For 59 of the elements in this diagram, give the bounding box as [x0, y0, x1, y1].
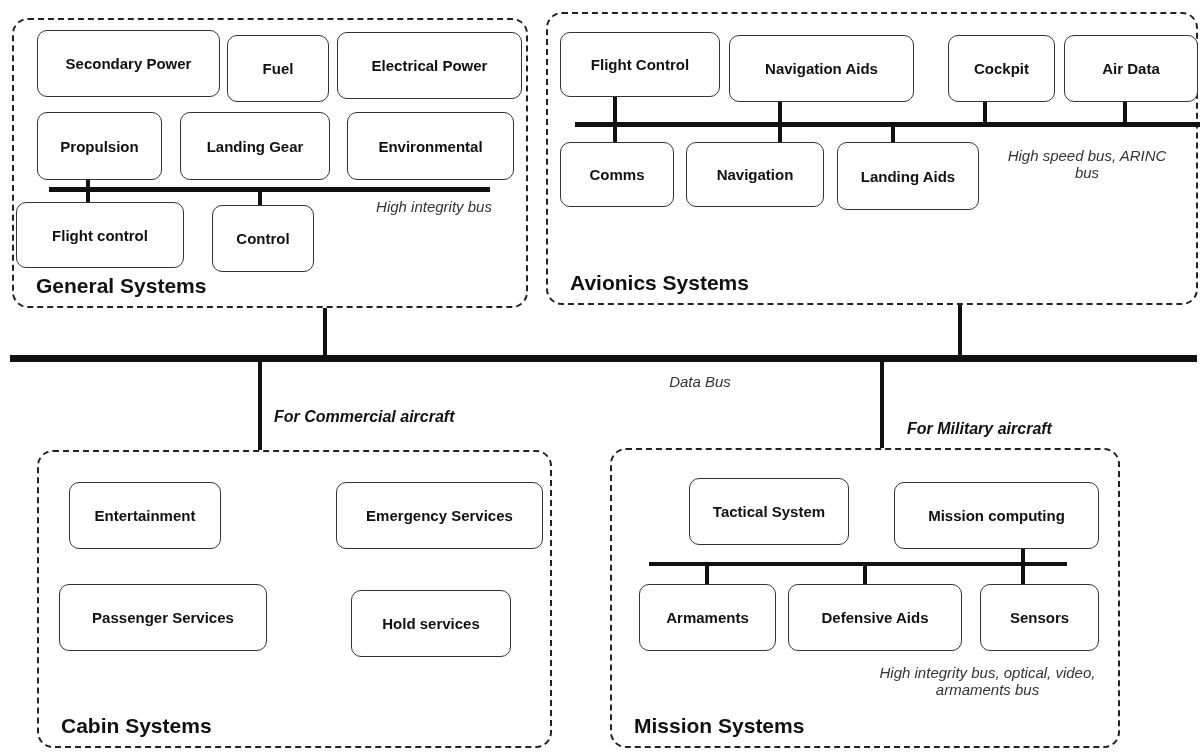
bus-connector [983, 102, 987, 122]
system-group [610, 448, 1120, 748]
system-box: Secondary Power [37, 30, 220, 97]
bus-bar [649, 562, 1067, 566]
bus-connector [880, 362, 884, 448]
bus-connector [86, 192, 90, 202]
bus-connector [778, 102, 782, 122]
group-title: Cabin Systems [61, 714, 212, 738]
bus-connector [778, 127, 782, 142]
system-box: Cockpit [948, 35, 1055, 102]
system-box: Landing Gear [180, 112, 330, 180]
group-title: Avionics Systems [570, 271, 749, 295]
bus-caption: High integrity bus [375, 198, 493, 215]
bus-connector [258, 192, 262, 205]
system-box: Armaments [639, 584, 776, 651]
system-group [546, 12, 1198, 305]
system-box: Comms [560, 142, 674, 207]
system-box: Sensors [980, 584, 1099, 651]
bus-connector [1021, 549, 1025, 562]
system-box: Fuel [227, 35, 329, 102]
group-title: General Systems [36, 274, 207, 298]
system-box: Passenger Services [59, 584, 267, 651]
bus-connector [613, 97, 617, 122]
system-box: Entertainment [69, 482, 221, 549]
bus-connector [1123, 102, 1127, 122]
bus-connector [705, 566, 709, 584]
system-group [12, 18, 528, 308]
system-box: Emergency Services [336, 482, 543, 549]
system-box: Control [212, 205, 314, 272]
bus-connector [863, 566, 867, 584]
bus-caption: High speed bus, ARINC bus [1007, 147, 1167, 181]
system-box: Propulsion [37, 112, 162, 180]
system-box: Navigation Aids [729, 35, 914, 102]
system-box: Air Data [1064, 35, 1198, 102]
bus-caption: Data Bus [668, 373, 732, 390]
bus-bar [49, 187, 490, 192]
bus-connector [1021, 566, 1025, 584]
bus-connector [958, 305, 962, 355]
system-box: Environmental [347, 112, 514, 180]
bus-bar [10, 355, 1197, 362]
system-box: Flight control [16, 202, 184, 268]
bus-note: High integrity bus, optical, video, armaments bus [878, 664, 1097, 698]
bus-connector [258, 362, 262, 450]
bus-connector [891, 127, 895, 142]
system-box: Mission computing [894, 482, 1099, 549]
system-box: Hold services [351, 590, 511, 657]
system-box: Defensive Aids [788, 584, 962, 651]
bus-connector [613, 127, 617, 142]
system-box: Electrical Power [337, 32, 522, 99]
bus-connector [323, 308, 327, 355]
system-box: Tactical System [689, 478, 849, 545]
bus-connector [86, 180, 90, 187]
system-box: Flight Control [560, 32, 720, 97]
system-box: Landing Aids [837, 142, 979, 210]
bus-bar [575, 122, 1200, 127]
system-box: Navigation [686, 142, 824, 207]
system-group [37, 450, 552, 748]
edge-label: For Military aircraft [905, 420, 1054, 438]
group-title: Mission Systems [634, 714, 805, 738]
